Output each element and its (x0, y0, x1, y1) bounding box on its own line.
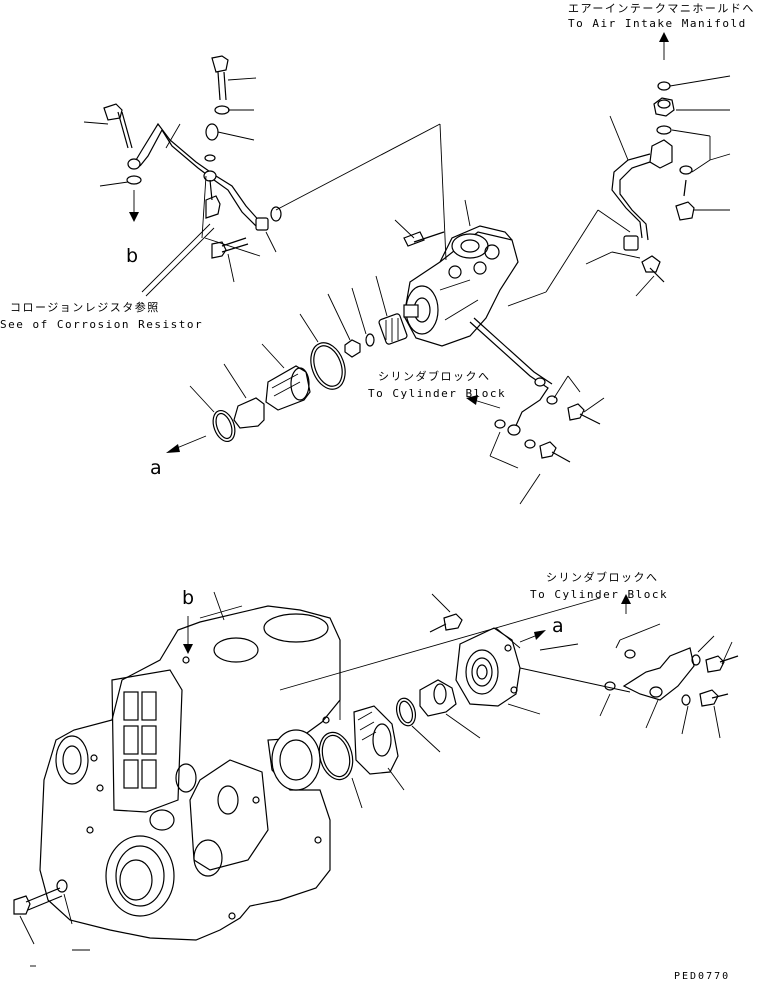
cylinder-block-piping-upper (466, 317, 605, 505)
minor-marks (30, 949, 90, 967)
compressor-assembly (275, 123, 519, 347)
cylinder-block-label-jp-upper: シリンダブロックへ (378, 370, 491, 383)
air-intake-label-en: To Air Intake Manifold (568, 17, 747, 30)
reference-letter-b-upper: b (126, 245, 139, 267)
corrosion-resistor-piping (83, 55, 282, 297)
air-intake-label-jp: エアーインテークマニホールドへ (568, 2, 755, 15)
cylinder-block-piping-lower (519, 594, 739, 739)
cylinder-block-label-jp-lower: シリンダブロックへ (546, 571, 659, 584)
cylinder-block-label-en-upper: To Cylinder Block (368, 387, 507, 400)
cylinder-block-label-en-lower: To Cylinder Block (530, 588, 669, 601)
lower-gear-parts (279, 593, 601, 809)
drive-gear-parts (166, 275, 408, 453)
reference-letter-a-lower: a (552, 615, 564, 637)
reference-letter-b-lower: b (182, 587, 195, 609)
timing-gear-housing (13, 591, 341, 945)
drawing-code: PED0770 (674, 971, 731, 982)
corrosion-label-en: See of Corrosion Resistor (0, 318, 204, 331)
reference-letter-a-upper: a (150, 457, 162, 479)
air-intake-piping (507, 32, 731, 307)
corrosion-label-jp: コロージョンレジスタ参照 (10, 301, 160, 314)
